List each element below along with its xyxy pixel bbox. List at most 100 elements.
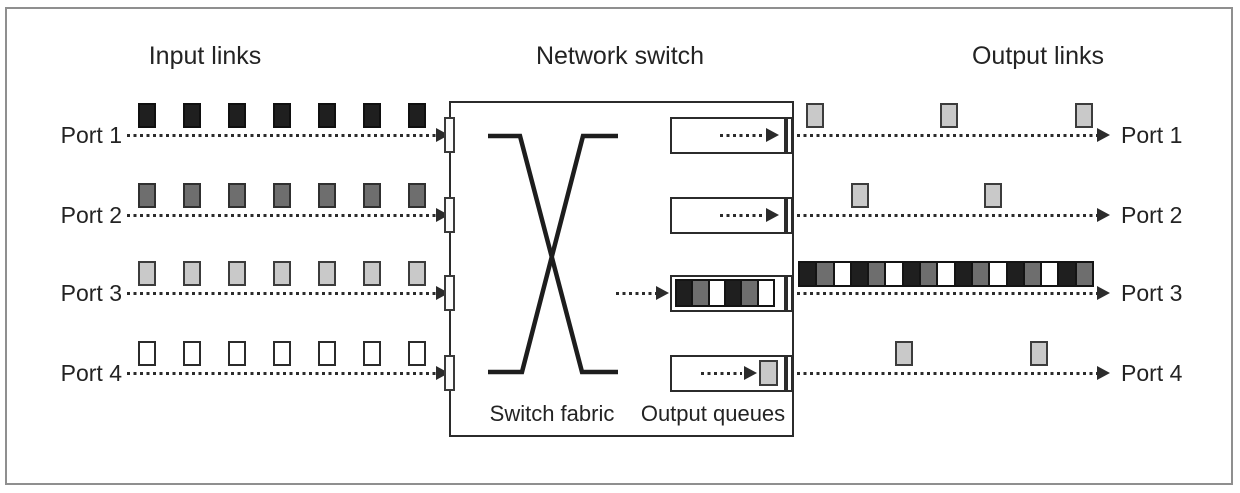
port-label-left-3: Port 3 bbox=[60, 280, 122, 306]
queue-endcap-4 bbox=[786, 355, 793, 392]
queue-arrowhead-icon-4 bbox=[744, 366, 757, 380]
queued-packet bbox=[708, 280, 725, 306]
input-link-line-4 bbox=[127, 372, 438, 375]
output-packet bbox=[984, 183, 1002, 208]
output-packet bbox=[940, 103, 958, 128]
queue-feed-line-3 bbox=[616, 292, 656, 295]
output-queues-label: Output queues bbox=[640, 401, 786, 426]
queue-endcap-1 bbox=[786, 117, 793, 154]
input-packet bbox=[363, 261, 381, 286]
input-link-line-3 bbox=[127, 292, 438, 295]
queue-flow-line-1 bbox=[720, 134, 764, 137]
input-link-line-2 bbox=[127, 214, 438, 217]
input-packet bbox=[138, 341, 156, 366]
output-packet bbox=[971, 262, 990, 286]
queue-flow-line-4 bbox=[701, 372, 742, 375]
queued-packet bbox=[757, 280, 774, 306]
input-packet bbox=[183, 341, 201, 366]
output-link-arrowhead-icon-4 bbox=[1097, 366, 1110, 380]
output-link-arrowhead-icon-2 bbox=[1097, 208, 1110, 222]
output-packet bbox=[937, 262, 955, 286]
port-label-left-2: Port 2 bbox=[60, 202, 122, 228]
input-packet bbox=[228, 261, 246, 286]
input-packet bbox=[318, 183, 336, 208]
port-label-right-2: Port 2 bbox=[1121, 202, 1183, 228]
queued-packet bbox=[741, 280, 758, 306]
input-packet bbox=[228, 103, 246, 128]
output-link-arrowhead-icon-1 bbox=[1097, 128, 1110, 142]
output-packet bbox=[1041, 262, 1059, 286]
input-packet bbox=[273, 103, 291, 128]
input-packet bbox=[273, 341, 291, 366]
output-packet bbox=[895, 341, 913, 366]
output-packet bbox=[902, 262, 921, 286]
input-packet bbox=[363, 341, 381, 366]
port-label-right-1: Port 1 bbox=[1121, 122, 1183, 148]
output-link-arrowhead-icon-3 bbox=[1097, 286, 1110, 300]
queued-packet bbox=[724, 280, 742, 306]
output-packet bbox=[1030, 341, 1048, 366]
queued-packets-3 bbox=[675, 279, 775, 307]
output-packet bbox=[850, 262, 869, 286]
output-packet bbox=[920, 262, 938, 286]
queue-endcap-2 bbox=[786, 197, 793, 234]
output-link-line-3 bbox=[797, 292, 1098, 295]
input-packet bbox=[183, 103, 201, 128]
input-packet bbox=[363, 183, 381, 208]
switch-fabric-label: Switch fabric bbox=[489, 401, 615, 426]
input-packet bbox=[273, 261, 291, 286]
input-packet bbox=[318, 341, 336, 366]
output-packet-burst-3 bbox=[798, 261, 1094, 287]
port-label-right-3: Port 3 bbox=[1121, 280, 1183, 306]
input-packet bbox=[363, 103, 381, 128]
port-label-left-1: Port 1 bbox=[60, 122, 122, 148]
output-packet bbox=[954, 262, 972, 286]
output-packet bbox=[1023, 262, 1042, 286]
queued-packet bbox=[759, 360, 778, 386]
input-packet bbox=[183, 261, 201, 286]
port-label-left-4: Port 4 bbox=[60, 360, 122, 386]
input-interface-1 bbox=[444, 117, 455, 153]
output-packet bbox=[816, 262, 834, 286]
input-packet bbox=[408, 103, 426, 128]
output-packet bbox=[989, 262, 1007, 286]
input-interface-2 bbox=[444, 197, 455, 233]
output-packet bbox=[851, 183, 869, 208]
queue-arrowhead-icon-3 bbox=[656, 286, 669, 300]
queue-endcap-3 bbox=[786, 275, 793, 312]
queue-arrowhead-icon-1 bbox=[766, 128, 779, 142]
output-packet bbox=[868, 262, 886, 286]
queued-packet bbox=[692, 280, 709, 306]
input-packet bbox=[408, 261, 426, 286]
input-packet bbox=[183, 183, 201, 208]
input-interface-3 bbox=[444, 275, 455, 311]
input-packet bbox=[273, 183, 291, 208]
port-label-right-4: Port 4 bbox=[1121, 360, 1183, 386]
output-packet bbox=[806, 103, 824, 128]
queue-arrowhead-icon-2 bbox=[766, 208, 779, 222]
output-packet bbox=[885, 262, 903, 286]
network-switch-title: Network switch bbox=[535, 42, 705, 70]
input-link-line-1 bbox=[127, 134, 438, 137]
queue-flow-line-2 bbox=[720, 214, 764, 217]
output-link-line-1 bbox=[797, 134, 1098, 137]
input-packet bbox=[138, 261, 156, 286]
output-packet bbox=[1058, 262, 1076, 286]
output-packet bbox=[1075, 103, 1093, 128]
output-packet bbox=[833, 262, 851, 286]
input-packet bbox=[228, 341, 246, 366]
output-links-title: Output links bbox=[971, 42, 1104, 70]
output-link-line-4 bbox=[797, 372, 1098, 375]
output-packet bbox=[1075, 262, 1094, 286]
input-packet bbox=[408, 183, 426, 208]
input-packet bbox=[318, 103, 336, 128]
input-packet bbox=[318, 261, 336, 286]
output-packet bbox=[1006, 262, 1024, 286]
diagram-frame bbox=[5, 7, 1233, 485]
output-packet bbox=[799, 262, 817, 286]
input-links-title: Input links bbox=[148, 42, 262, 70]
input-packet bbox=[228, 183, 246, 208]
input-packet bbox=[408, 341, 426, 366]
output-link-line-2 bbox=[797, 214, 1098, 217]
